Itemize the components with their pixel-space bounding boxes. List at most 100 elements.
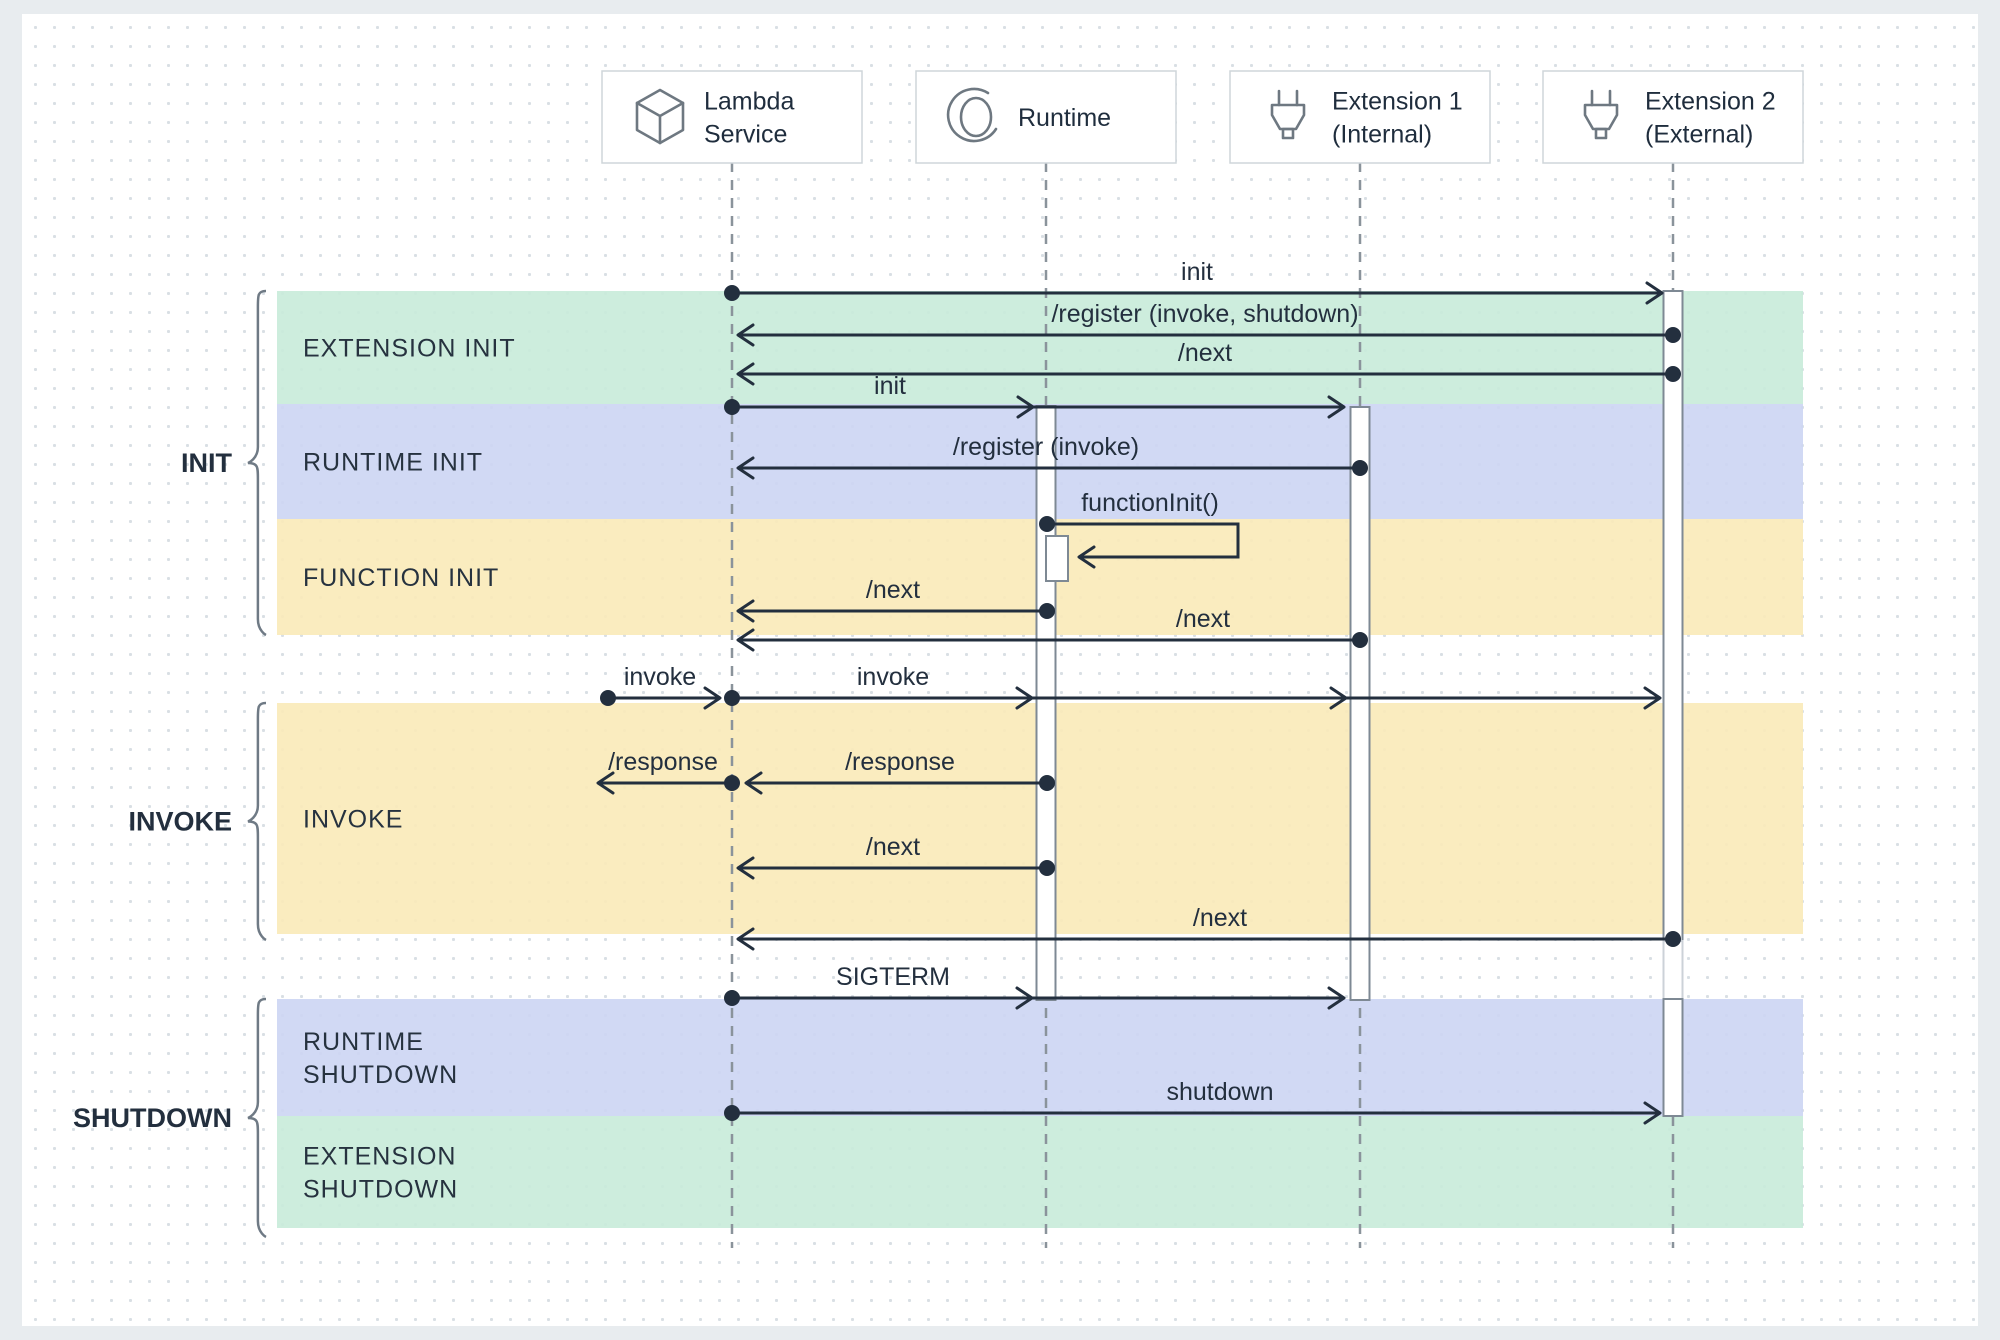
actor-label-extension-1: (Internal) [1332, 121, 1432, 149]
activation-bar-extension-2-4 [1662, 998, 1684, 1117]
message-label-invoke: invoke [857, 663, 929, 691]
phase-brace-init [247, 289, 267, 637]
message-next-function-init [738, 632, 1368, 648]
actor-label-lambda-service: Service [704, 121, 787, 149]
actor-label-extension-1: Extension 1 [1332, 88, 1463, 116]
phase-brace-invoke [247, 701, 267, 942]
message-invoke [724, 690, 1660, 706]
arrowhead-init-runtime-1 [1327, 395, 1346, 419]
message-origin-dot-invoke-in [600, 690, 616, 706]
message-label-register-invoke: /register (invoke) [953, 433, 1139, 461]
phase-band-extension-shutdown [277, 1116, 1803, 1228]
message-origin-dot-invoke [724, 690, 740, 706]
actor-box-extension-2 [1542, 70, 1804, 164]
runtime-cycle-icon-runtime [946, 87, 998, 143]
arrowhead-sigterm-1 [1327, 986, 1346, 1010]
arrowhead-invoke-2 [1643, 686, 1662, 710]
cycle-orbit [946, 87, 998, 143]
actor-label-extension-2: (External) [1645, 121, 1753, 149]
message-label-response: /response [845, 748, 955, 776]
message-label-init-runtime: init [874, 372, 906, 400]
plug-tip [1594, 127, 1608, 140]
message-register-invoke [738, 460, 1368, 476]
cube-icon-lambda-service [635, 88, 685, 145]
plug-body [1270, 103, 1306, 131]
message-next-extension-init [738, 366, 1681, 382]
band-label-extension-shutdown: SHUTDOWN [303, 1176, 458, 1204]
message-init-extensions [724, 285, 1662, 301]
message-origin-dot-register-invoke-shutdown [1665, 327, 1681, 343]
arrowhead-register-invoke-0 [736, 456, 755, 480]
actor-label-runtime: Runtime [1018, 104, 1111, 132]
arrowhead-next-runtime-init-0 [736, 599, 755, 623]
activation-bar-extension-1-1 [1349, 406, 1371, 1001]
message-label-register-invoke-shutdown: /register (invoke, shutdown) [1051, 300, 1358, 328]
arrowhead-shutdown-0 [1643, 1101, 1662, 1125]
arrowhead-register-invoke-shutdown-0 [736, 323, 755, 347]
message-invoke-in [600, 690, 720, 706]
arrowhead-next-invoke-0 [736, 856, 755, 880]
message-origin-dot-init-extensions [724, 285, 740, 301]
message-origin-dot-shutdown [724, 1105, 740, 1121]
arrowhead-init-extensions-0 [1645, 281, 1664, 305]
plug-tip [1281, 127, 1295, 140]
message-label-response-out: /response [608, 748, 718, 776]
activation-bar-extension-2-2 [1662, 290, 1684, 942]
arrowhead-response-0 [744, 771, 763, 795]
message-response-out [598, 775, 740, 791]
actor-box-runtime [915, 70, 1177, 164]
message-origin-dot-next-extension-init [1665, 366, 1681, 382]
actor-box-extension-1 [1229, 70, 1491, 164]
band-label-runtime-shutdown: SHUTDOWN [303, 1061, 458, 1089]
arrowhead-next-function-init-0 [736, 628, 755, 652]
message-label-init-extensions: init [1181, 258, 1213, 286]
message-next-invoke [738, 860, 1055, 876]
message-origin-dot-register-invoke [1352, 460, 1368, 476]
cube-edges [635, 101, 685, 145]
band-label-extension-init: EXTENSION INIT [303, 335, 516, 363]
activation-bar-extension-2-3 [1662, 940, 1684, 1000]
arrowhead-sigterm-0 [1015, 986, 1034, 1010]
actor-label-lambda-service: Lambda [704, 88, 794, 116]
arrowhead-response-out-0 [596, 771, 615, 795]
band-label-extension-shutdown: EXTENSION [303, 1143, 456, 1171]
message-origin-dot-init-runtime [724, 399, 740, 415]
message-origin-dot-response [1039, 775, 1055, 791]
message-origin-dot-function-init [1039, 516, 1055, 532]
message-line-function-init [1047, 522, 1240, 559]
band-label-invoke: INVOKE [303, 806, 403, 834]
message-label-function-init: functionInit() [1081, 489, 1219, 517]
message-next-invoke-ext2 [738, 931, 1681, 947]
message-response [746, 775, 1055, 791]
message-label-next-extension-init: /next [1178, 339, 1232, 367]
plug-prongs [1277, 89, 1299, 107]
message-origin-dot-next-invoke [1039, 860, 1055, 876]
message-label-next-invoke-ext2: /next [1193, 904, 1247, 932]
actor-label-extension-2: Extension 2 [1645, 88, 1776, 116]
arrowhead-invoke-0 [1015, 686, 1034, 710]
plug-body [1583, 103, 1619, 131]
plug-prongs [1590, 89, 1612, 107]
plug-icon-extension-1 [1270, 89, 1306, 140]
phase-label-shutdown: SHUTDOWN [73, 1103, 232, 1133]
message-shutdown [724, 1105, 1660, 1121]
phase-brace-shutdown [247, 997, 267, 1239]
message-next-runtime-init [738, 603, 1055, 619]
arrowhead-function-init [1077, 545, 1096, 569]
message-label-invoke-in: invoke [624, 663, 696, 691]
message-origin-dot-response-out [724, 775, 740, 791]
message-register-invoke-shutdown [738, 327, 1681, 343]
message-init-runtime [724, 399, 1344, 415]
message-label-next-invoke: /next [866, 833, 920, 861]
band-label-runtime-shutdown: RUNTIME [303, 1028, 424, 1056]
band-label-function-init: FUNCTION INIT [303, 564, 499, 592]
message-origin-dot-next-invoke-ext2 [1665, 931, 1681, 947]
activation-bar-runtime-0 [1035, 405, 1057, 1001]
band-label-runtime-init: RUNTIME INIT [303, 449, 483, 477]
arrowhead-invoke-1 [1329, 686, 1348, 710]
actor-box-lambda-service [601, 70, 863, 164]
arrowhead-init-runtime-0 [1016, 395, 1035, 419]
phase-band-extension-init [277, 291, 1803, 404]
